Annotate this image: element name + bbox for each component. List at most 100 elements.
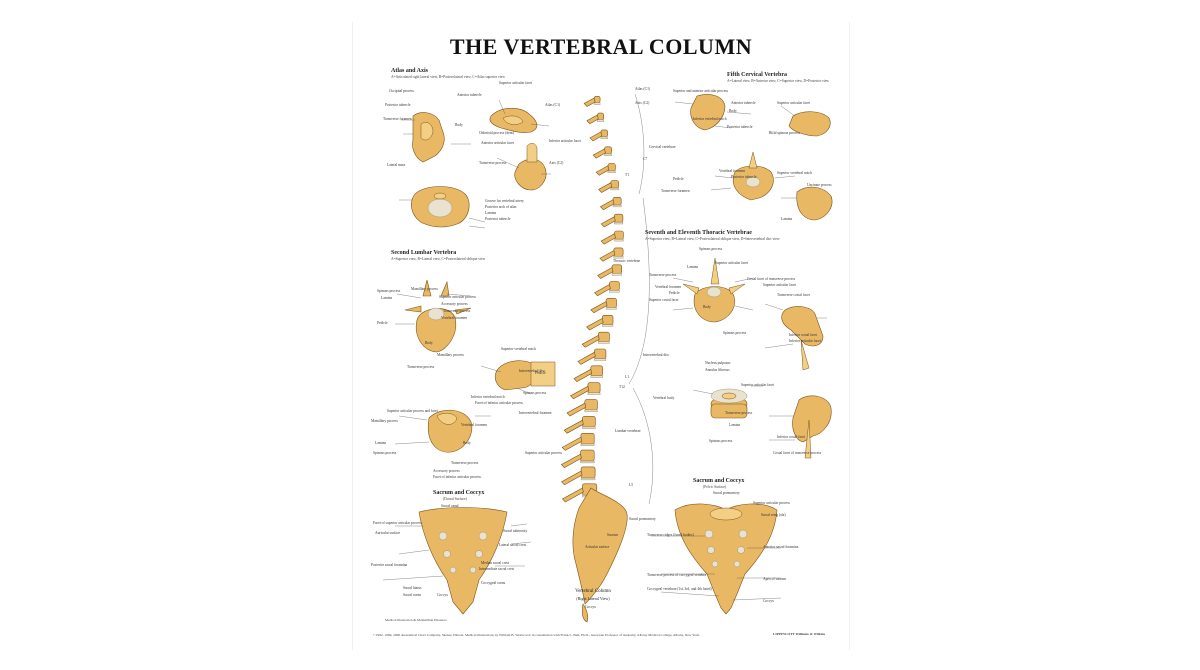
spinous-process [590,301,608,314]
label-transverse-ridges: Transverse ridges (fused bodies) [647,533,694,537]
label-t-lamina: Lamina [687,265,698,269]
spine-label-sacrum: Sacrum [607,533,618,537]
spinous-process [561,487,584,503]
label-t-spinous-process: Spinous process [699,247,723,251]
coccyx-lateral [581,603,589,623]
label-l2-transverse-process: Transverse process [443,309,471,313]
spine-label-t12: T12 [619,385,625,389]
spine-label-coccyx: Coccyx [585,605,596,609]
intervertebral-disc [584,409,598,412]
thoracic-illustrations [672,257,832,459]
label-l2-mamillary-process-b: Mamillary process [437,353,464,357]
label-t-body: Body [703,305,711,309]
label-t-costal-facet-transverse: Costal facet of transverse process [747,277,796,281]
intervertebral-disc [611,273,622,276]
vertebra-body [609,281,620,291]
section-heading-sacrum-dorsal: Sacrum and Coccyx [433,490,485,496]
label-l2-mamillary-process: Mamillary process [411,287,438,291]
label-l2-mamillary-process-c: Mamillary process [371,419,398,423]
spinous-process [594,284,611,297]
spinous-process [599,250,616,262]
label-t-inferior-costal-facet-c: Inferior costal facet [777,435,806,439]
vertebra-body [584,399,598,411]
label-coccygeal-cornu: Coccygeal cornu [481,581,506,585]
label-sacral-cornu: Sacral cornu [403,593,422,597]
intervertebral-disc [593,102,601,105]
label-t-transverse-process: Transverse process [649,273,677,277]
vertebra-body [605,298,617,308]
spinous-process [566,402,587,417]
section-subtitle-second-lumbar: A=Superior view, B=Lateral view, C=Poste… [391,257,486,261]
label-coccyx-pelvic: Coccyx [763,599,774,603]
label-c5-inferior-vertebral-notch: Inferior vertebral notch [693,117,727,121]
spine-label-thoracic: Thoracic vertebrae [613,259,641,263]
label-c5-posterior-tubercle: Posterior tubercle [727,125,753,129]
label-groove-vertebral-artery: Groove for vertebral artery [485,199,524,203]
spinous-process [589,131,603,142]
intervertebral-disc [580,477,596,481]
label-anterior-sacral-foramina: Anterior sacral foramina [763,545,799,549]
intervertebral-disc [604,153,612,156]
label-lateral-mass: Lateral mass [387,163,406,167]
spine-label-cervical: Cervical vertebrae [649,145,676,149]
label-l2-body: Body [425,341,433,345]
vertebra-body [597,331,610,342]
label-c5-pedicle: Pedicle [673,177,684,181]
intervertebral-disc [600,136,608,139]
label-lamina: Lamina [485,211,496,215]
label-t-transverse-costal-facet: Transverse costal facet [777,293,810,297]
vertebra-body [580,449,595,462]
label-sacral-promontory: Sacral promontory [713,491,740,495]
label-superior-articular-process-sacrum: Superior articular process [753,501,790,505]
sacrum-dorsal-illustration [382,507,532,615]
label-l2-transverse-process-b: Transverse process [407,365,435,369]
label-sacral-hiatus: Sacral hiatus [403,586,422,590]
spinous-process [595,165,610,176]
label-t-superior-costal-facet: Superior costal facet [649,298,679,302]
intervertebral-disc [602,324,614,327]
label-t-spinous-process-c: Spinous process [709,439,733,443]
spinous-process [599,199,615,211]
spinous-process [581,334,600,348]
spinous-process [563,419,584,434]
spinous-process [586,114,599,125]
vertebra-body [582,416,596,428]
spinous-process [600,233,616,245]
label-l2-spinous-process: Spinous process [377,289,401,293]
label-t-inferior-costal-facet: Inferior costal facet [789,333,818,337]
intervertebral-disc [587,392,601,395]
spinous-process [561,436,583,451]
intervertebral-disc [598,341,610,344]
spinous-process [577,351,596,365]
label-c5-body: Body [729,109,737,113]
label-sacral-tuberosity: Sacral tuberosity [503,529,528,533]
label-l2-body-c: Body [463,441,471,445]
label-posterior-tubercle-2: Posterior tubercle [485,217,511,221]
spine-side-intervertebral-foramen: Intervertebral foramen [519,411,552,415]
label-coccyx-dorsal: Coccyx [437,593,448,597]
spine-side-articular-surface: Articular surface [585,545,610,549]
label-c5-posterior-tubercle-b: Posterior tubercle [731,175,757,179]
label-sacral-canal: Sacral canal [441,504,459,508]
section-subtitle-sacrum-pelvic: (Pelvic Surface) [703,485,727,489]
spinous-process [561,470,583,486]
spinous-process [560,453,582,468]
label-inferior-articular-facet: Inferior articular facet [549,139,581,143]
label-superior-articular-facet: Superior articular facet [499,81,533,85]
label-c5-superior-vertebral-notch: Superior vertebral notch [777,171,812,175]
intervertebral-disc [580,443,595,446]
label-axis-c2: Axis (C2) [549,161,564,165]
section-heading-second-lumbar: Second Lumbar Vertebra [391,250,457,256]
poster-title: THE VERTEBRAL COLUMN [449,34,753,59]
label-l2-facet-inferior-articular: Facet of inferior articular process [475,401,523,405]
vertebra-body [580,466,596,479]
label-t-superior-articular-facet-c: Superior articular facet [741,383,775,387]
spine-side-intervertebral-disc: Intervertebral disc [519,369,546,373]
label-t-superior-articular-facet: Superior articular facet [715,261,749,265]
section-subtitle-fifth-cervical: A=Lateral view, B=Anterior view, C=Super… [727,79,830,83]
label-l2-pedicle: Pedicle [377,321,388,325]
label-coccygeal-vertebrae: Coccygeal vertebrae (1st, 3rd, and 4th f… [647,587,712,591]
label-l2-vertebral-foramen: Vertebral foramen [441,316,468,320]
label-l2-inferior-vertebral-notch: Inferior vertebral notch [471,395,505,399]
label-transverse-process: Transverse process [479,161,507,165]
